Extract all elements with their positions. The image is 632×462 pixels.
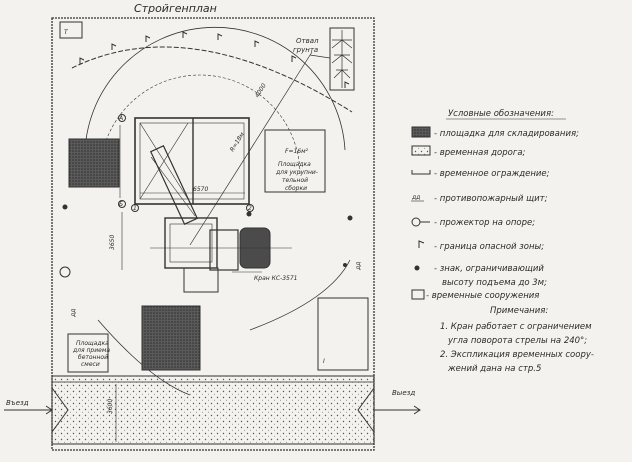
svg-text:дд: дд <box>355 262 362 271</box>
svg-text:Отвал: Отвал <box>296 37 319 45</box>
svg-text:Кран КС-3571: Кран КС-3571 <box>254 275 297 282</box>
legend-temp-structure-symbol <box>411 289 425 300</box>
axis-marker-a <box>118 114 126 122</box>
svg-text:1. Кран работает с ограничение: 1. Кран работает с ограничением <box>440 322 592 332</box>
svg-text:- временная дорога;: - временная дорога; <box>434 148 526 158</box>
plan-title: Стройгенплан <box>134 2 217 15</box>
svg-text:Выезд: Выезд <box>392 389 415 397</box>
axis-marker-2 <box>246 204 254 212</box>
legend-danger-flag-symbol <box>418 240 425 248</box>
axis-marker-b <box>118 200 126 208</box>
svg-text:- временное ограждение;: - временное ограждение; <box>434 169 550 179</box>
svg-text:тельной: тельной <box>282 177 308 184</box>
svg-text:Въезд: Въезд <box>6 399 29 407</box>
svg-text:T: T <box>64 29 69 36</box>
svg-text:- граница опасной зоны;: - граница опасной зоны; <box>434 242 544 252</box>
svg-text:- знак, ограничивающий: - знак, ограничивающий <box>434 264 544 274</box>
svg-text:R=18м: R=18м <box>229 131 247 153</box>
svg-text:высоту подъема до 3м;: высоту подъема до 3м; <box>442 278 547 288</box>
storage-area-bottom <box>141 305 201 371</box>
svg-text:2: 2 <box>248 205 252 212</box>
legend-height-sign-symbol <box>414 265 420 271</box>
storage-area-top-left <box>68 138 120 188</box>
svg-text:6570: 6570 <box>193 186 208 193</box>
svg-text:- временные сооружения: - временные сооружения <box>426 291 539 301</box>
svg-text:дд: дд <box>70 309 77 318</box>
svg-text:2. Экспликация временных соору: 2. Экспликация временных соору- <box>440 350 594 360</box>
site-fence <box>51 17 375 451</box>
danger-zone-flags <box>79 31 297 64</box>
svg-text:1: 1 <box>133 205 137 212</box>
temporary-structure-corner <box>59 21 83 39</box>
concrete-receiving-platform <box>67 333 109 373</box>
svg-text:сборки: сборки <box>285 185 307 192</box>
svg-text:- прожектор на опоре;: - прожектор на опоре; <box>434 218 535 228</box>
notes-title: Примечания: <box>490 306 548 316</box>
svg-text:F=16м²: F=16м² <box>285 148 309 155</box>
legend-floodlight-symbol <box>411 217 421 227</box>
svg-text:3650: 3650 <box>109 235 116 250</box>
svg-text:4000: 4000 <box>254 82 268 99</box>
svg-text:А: А <box>118 115 123 122</box>
temporary-structure <box>317 297 369 371</box>
svg-text:Площадка: Площадка <box>278 161 311 168</box>
svg-text:грунта: грунта <box>293 46 318 54</box>
svg-text:бетонной: бетонной <box>78 354 108 361</box>
assembly-platform <box>264 129 326 193</box>
svg-text:I: I <box>323 358 325 365</box>
floodlight-1 <box>59 266 71 278</box>
height-limit-sign-1 <box>62 204 68 210</box>
svg-text:- противопожарный щит;: - противопожарный щит; <box>434 194 548 204</box>
crane-swing-arc-inner <box>99 74 301 176</box>
danger-zone-boundary <box>71 46 353 113</box>
height-limit-sign-2 <box>347 215 353 221</box>
temporary-road <box>51 375 375 445</box>
legend-title: Условные обозначения: <box>448 109 554 119</box>
svg-text:3600: 3600 <box>107 399 114 414</box>
soil-dump-area <box>329 27 355 91</box>
crane-ks-3571 <box>149 144 292 293</box>
svg-text:для приема: для приема <box>72 347 110 354</box>
svg-text:смеси: смеси <box>81 361 100 368</box>
svg-text:- площадка для складирования;: - площадка для складирования; <box>434 129 579 139</box>
legend-road-symbol <box>411 145 431 156</box>
svg-text:Б: Б <box>119 201 123 208</box>
legend-storage-symbol <box>411 126 431 138</box>
crane-swing-arc-outer <box>84 26 346 166</box>
svg-text:для укрупни-: для укрупни- <box>275 169 318 176</box>
svg-text:жений дана на стр.5: жений дана на стр.5 <box>447 364 541 374</box>
svg-text:Площадка: Площадка <box>76 340 109 347</box>
building-footprint <box>134 117 250 205</box>
svg-text:угла поворота стрелы на 240°;: угла поворота стрелы на 240°; <box>447 336 587 346</box>
legend-fire-shield-symbol: дд <box>411 194 420 201</box>
legend-fence-symbol <box>411 170 431 175</box>
axis-marker-1 <box>131 204 139 212</box>
